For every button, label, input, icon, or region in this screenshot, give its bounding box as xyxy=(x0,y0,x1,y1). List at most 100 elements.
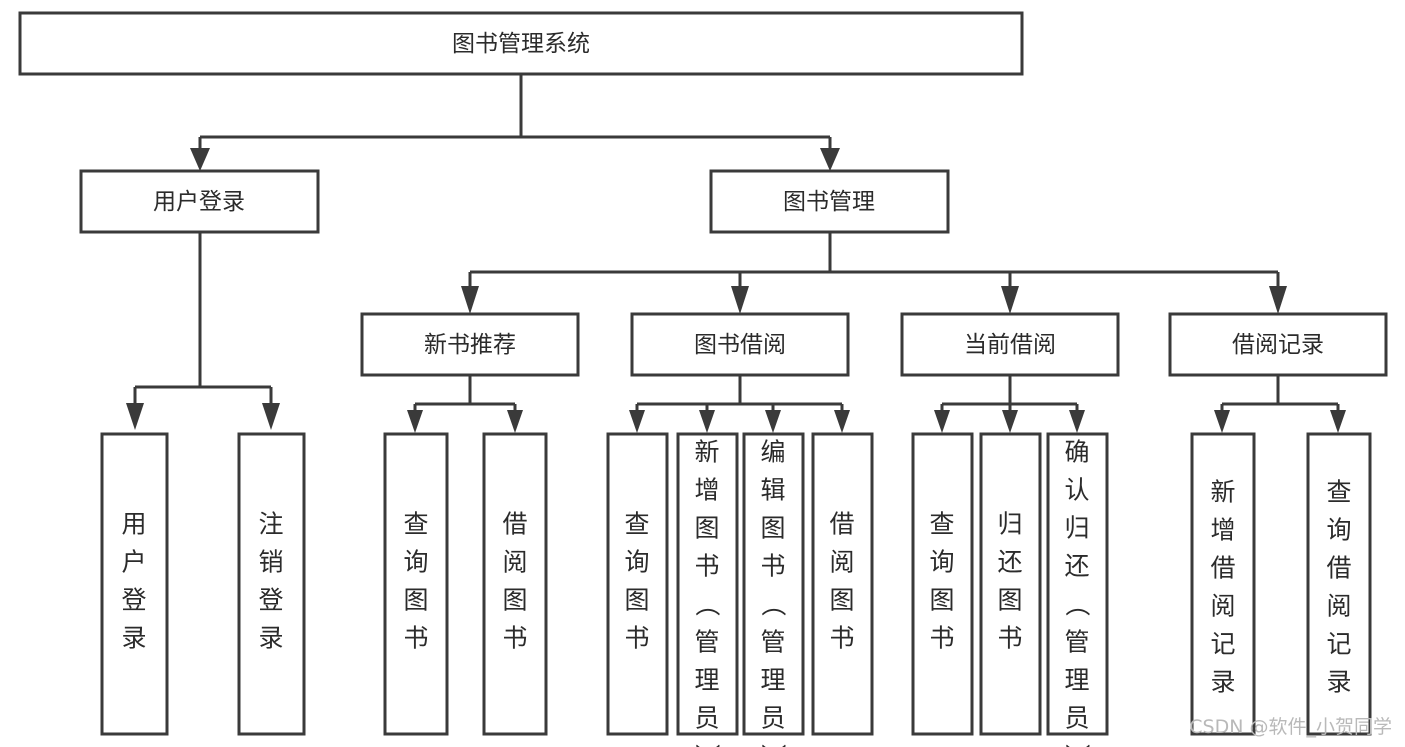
node-user-login[interactable]: 用户登录 xyxy=(79,169,320,234)
arrow-user-login-leaf-2 xyxy=(262,403,280,430)
svg-text:记: 记 xyxy=(1210,630,1235,659)
node-book-borrow-box[interactable] xyxy=(630,312,850,377)
svg-text:图: 图 xyxy=(403,586,428,615)
svg-text:阅: 阅 xyxy=(1326,592,1351,621)
svg-text:借: 借 xyxy=(829,510,854,539)
svg-text:书: 书 xyxy=(694,552,719,581)
node-borrow-record[interactable]: 借阅记录 xyxy=(1168,312,1388,377)
leaf-book-borrow-query-box[interactable] xyxy=(606,432,669,736)
svg-text:管: 管 xyxy=(694,628,719,657)
svg-text:图: 图 xyxy=(929,586,954,615)
svg-text:员: 员 xyxy=(760,704,785,733)
node-root-system-label: 图书管理系统 xyxy=(452,31,590,57)
leaf-current-borrow-query-box[interactable] xyxy=(911,432,974,736)
leaf-borrow-record-query-box[interactable] xyxy=(1306,432,1372,736)
node-book-management-box[interactable] xyxy=(709,169,950,234)
arrow-book-borrow-leaf-3 xyxy=(765,410,781,433)
svg-text:还: 还 xyxy=(997,548,1022,577)
svg-text:员: 员 xyxy=(1064,704,1089,733)
svg-text:）: ） xyxy=(759,743,788,747)
svg-text:（: （ xyxy=(1063,591,1092,616)
arrow-new-book-leaf-1 xyxy=(407,410,423,433)
svg-text:借: 借 xyxy=(1326,554,1351,583)
svg-text:图: 图 xyxy=(760,514,785,543)
leaf-user-login-login-box[interactable] xyxy=(100,432,169,736)
svg-text:图: 图 xyxy=(624,586,649,615)
node-new-book-recommend[interactable]: 新书推荐 xyxy=(360,312,580,377)
arrow-borrow-record-leaf-2 xyxy=(1330,410,1346,433)
node-borrow-record-label: 借阅记录 xyxy=(1232,332,1324,358)
arrow-book-mgmt-to-new-book xyxy=(461,286,479,314)
svg-text:理: 理 xyxy=(694,666,719,695)
leaf-current-borrow-confirm-box[interactable] xyxy=(1046,432,1109,736)
node-root-system-box[interactable] xyxy=(18,11,1024,76)
svg-text:（: （ xyxy=(693,591,722,616)
arrow-current-borrow-leaf-1 xyxy=(934,410,950,433)
leaf-user-login-logout-box[interactable] xyxy=(237,432,306,736)
arrow-user-login-leaf-1 xyxy=(126,403,144,430)
svg-text:书: 书 xyxy=(403,624,428,653)
arrow-book-mgmt-to-current-borrow xyxy=(1001,286,1019,314)
svg-text:理: 理 xyxy=(760,666,785,695)
svg-text:管: 管 xyxy=(760,628,785,657)
leaf-new-book-query-box[interactable] xyxy=(383,432,449,736)
node-book-borrow[interactable]: 图书借阅 xyxy=(630,312,850,377)
svg-text:图: 图 xyxy=(997,586,1022,615)
node-current-borrow-box[interactable] xyxy=(900,312,1120,377)
leaf-new-book-borrow-box[interactable] xyxy=(482,432,548,736)
svg-text:图: 图 xyxy=(502,586,527,615)
arrow-book-borrow-leaf-2 xyxy=(699,410,715,433)
node-current-borrow[interactable]: 当前借阅 xyxy=(900,312,1120,377)
leaf-user-login-login-label: 用户登录 xyxy=(121,510,146,653)
leaf-book-borrow-add-box[interactable] xyxy=(676,432,739,736)
leaf-current-borrow-return-box[interactable] xyxy=(979,432,1042,736)
svg-text:销: 销 xyxy=(258,548,283,577)
arrow-book-mgmt-to-book-borrow xyxy=(731,286,749,314)
svg-text:认: 认 xyxy=(1064,476,1089,505)
node-new-book-recommend-box[interactable] xyxy=(360,312,580,377)
svg-text:录: 录 xyxy=(1326,668,1351,697)
svg-text:增: 增 xyxy=(694,476,719,505)
arrow-current-borrow-leaf-2 xyxy=(1002,410,1018,433)
node-current-borrow-label: 当前借阅 xyxy=(964,332,1056,358)
svg-text:询: 询 xyxy=(929,548,954,577)
svg-text:辑: 辑 xyxy=(760,476,785,505)
node-borrow-record-box[interactable] xyxy=(1168,312,1388,377)
svg-text:借: 借 xyxy=(502,510,527,539)
svg-text:用: 用 xyxy=(121,510,146,539)
leaf-user-login-login[interactable]: 用户登录 xyxy=(100,432,169,736)
svg-text:录: 录 xyxy=(121,624,146,653)
leaf-book-borrow-edit-box[interactable] xyxy=(742,432,805,736)
node-root-system[interactable]: 图书管理系统 xyxy=(18,11,1024,76)
svg-text:管: 管 xyxy=(1064,628,1089,657)
leaf-book-borrow-borrow-box[interactable] xyxy=(811,432,874,736)
svg-text:图: 图 xyxy=(694,514,719,543)
leaf-borrow-record-add-box[interactable] xyxy=(1190,432,1256,736)
node-book-management[interactable]: 图书管理 xyxy=(709,169,950,234)
svg-text:归: 归 xyxy=(1064,514,1089,543)
node-user-login-box[interactable] xyxy=(79,169,320,234)
svg-text:查: 查 xyxy=(929,510,954,539)
svg-text:图: 图 xyxy=(829,586,854,615)
nodes-layer: 图书管理系统 用户登录 图书管理 新书推荐 图书借阅 当前 xyxy=(18,11,1388,747)
